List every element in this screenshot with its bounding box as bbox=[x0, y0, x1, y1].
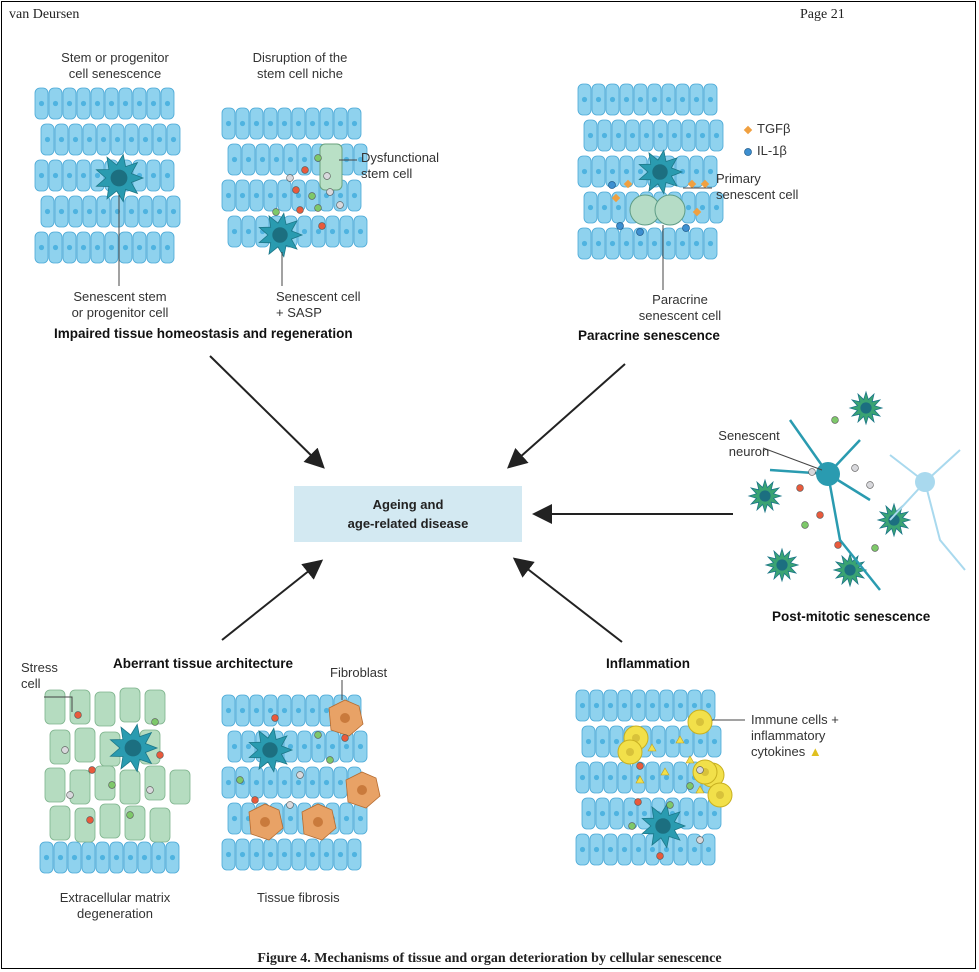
microglia-1 bbox=[848, 390, 884, 426]
arrow-paracrine bbox=[507, 363, 626, 469]
senescent-neuron bbox=[816, 462, 840, 486]
figure-caption: Figure 4. Mechanisms of tissue and organ… bbox=[257, 951, 722, 966]
microglia-4 bbox=[764, 547, 800, 583]
center-box: Ageing and age-related disease bbox=[294, 486, 522, 542]
paracrine-title: Paracrine senescence bbox=[578, 328, 720, 343]
dysfunctional-stem-cell bbox=[319, 143, 343, 191]
healthy-neuron bbox=[889, 449, 966, 571]
arrow-homeostasis bbox=[209, 355, 325, 469]
aberrant-title: Aberrant tissue architecture bbox=[113, 656, 294, 671]
ecm-base-tissue bbox=[39, 841, 180, 874]
senescent-cell-inflammation bbox=[641, 803, 687, 849]
post-mitotic-title: Post-mitotic senescence bbox=[772, 609, 931, 624]
fibroblast-label: Fibroblast bbox=[330, 665, 388, 680]
header-page-number: Page 21 bbox=[800, 7, 845, 22]
arrow-inflammation bbox=[512, 557, 623, 643]
il1-legend: IL-1β bbox=[757, 143, 787, 158]
homeostasis-title: Impaired tissue homeostasis and regenera… bbox=[54, 326, 353, 341]
niche-tissue bbox=[221, 107, 368, 248]
senescent-cell-sasp-label: Senescent cell+ SASP bbox=[276, 289, 361, 320]
inflammation-title: Inflammation bbox=[606, 656, 691, 671]
primary-senescent-cell bbox=[638, 149, 684, 195]
stress-cells bbox=[44, 687, 191, 843]
senescent-cell-ecm bbox=[109, 723, 159, 773]
microglia-2 bbox=[747, 478, 783, 514]
stem-tissue bbox=[34, 87, 181, 264]
senescent-cell-sasp bbox=[258, 212, 304, 258]
microglia-3 bbox=[876, 502, 912, 538]
fibrosis-label: Tissue fibrosis bbox=[257, 890, 340, 905]
senescent-neuron-dendrites bbox=[769, 419, 881, 591]
center-line1: Ageing and bbox=[372, 497, 444, 512]
senescent-cell-fibrosis bbox=[248, 727, 294, 773]
arrow-aberrant bbox=[221, 559, 324, 641]
header-author: van Deursen bbox=[9, 7, 80, 22]
tgf-legend: TGFβ bbox=[757, 121, 791, 136]
center-line2: age-related disease bbox=[347, 516, 469, 531]
microglia-5 bbox=[832, 552, 868, 588]
paracrine-cell-2 bbox=[654, 194, 686, 226]
senescent-stem-cell bbox=[95, 153, 145, 203]
